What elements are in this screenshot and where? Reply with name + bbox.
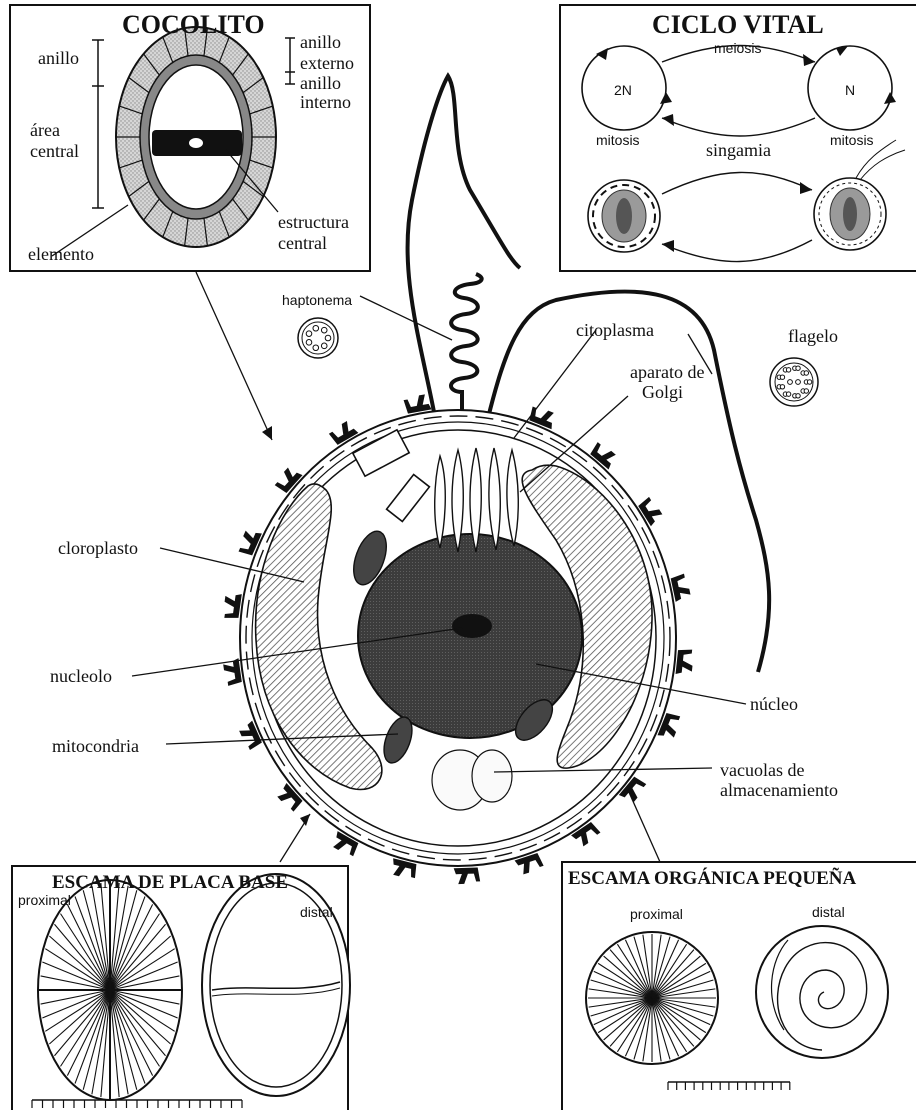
haptonema-label: haptonema xyxy=(282,290,352,310)
nucleolus-label: nucleolo xyxy=(50,666,112,686)
ring-label: anillo xyxy=(38,48,79,68)
syngamy-label: singamia xyxy=(706,140,771,160)
mitochondria-label: mitocondria xyxy=(52,736,139,756)
golgi-label-1: aparato de xyxy=(630,362,704,382)
organic-scale-panel xyxy=(562,862,916,1110)
organic-scale-proximal-label: proximal xyxy=(630,904,683,924)
central-area-label-1: área xyxy=(30,120,60,140)
central-structure-label-2: central xyxy=(278,233,327,253)
base-plate-proximal-label: proximal xyxy=(18,890,71,910)
central-structure-label-1: estructura xyxy=(278,212,349,232)
nucleolus xyxy=(452,614,492,638)
base-plate-distal-label: distal xyxy=(300,902,333,922)
mitosis-right-label: mitosis xyxy=(830,130,874,150)
mitosis-left-label: mitosis xyxy=(596,130,640,150)
nucleus-label: núcleo xyxy=(750,694,798,714)
outer-ring-label-1: anillo xyxy=(300,32,341,52)
inner-ring-label-2: interno xyxy=(300,92,351,112)
base-plate-title: ESCAMA DE PLACA BASE xyxy=(52,872,288,894)
organic-scale-distal xyxy=(756,926,888,1058)
cytoplasm-label: citoplasma xyxy=(576,320,654,340)
life-cycle-title: CICLO VITAL xyxy=(652,10,824,40)
outer-ring-label-2: externo xyxy=(300,53,354,73)
diploid-label: 2N xyxy=(614,80,632,100)
golgi-label-2: Golgi xyxy=(642,382,683,402)
haptonema-cross-section xyxy=(298,318,338,358)
inner-ring-label-1: anillo xyxy=(300,73,341,93)
chloroplast-label: cloroplasto xyxy=(58,538,138,558)
organic-scale-distal-label: distal xyxy=(812,902,845,922)
coccolith-title: COCOLITO xyxy=(122,10,265,40)
flagellum-label: flagelo xyxy=(788,326,838,346)
vacuoles-label-1: vacuolas de xyxy=(720,760,804,780)
vacuoles-label-2: almacenamiento xyxy=(720,780,838,800)
organic-scale-title: ESCAMA ORGÁNICA PEQUEÑA xyxy=(568,868,856,890)
element-label: elemento xyxy=(28,244,94,264)
flagellum-cross-section xyxy=(770,358,818,406)
haptonema xyxy=(451,274,482,412)
meiosis-label: meiosis xyxy=(714,38,761,58)
central-area-label-2: central xyxy=(30,141,79,161)
haploid-label: N xyxy=(845,80,855,100)
